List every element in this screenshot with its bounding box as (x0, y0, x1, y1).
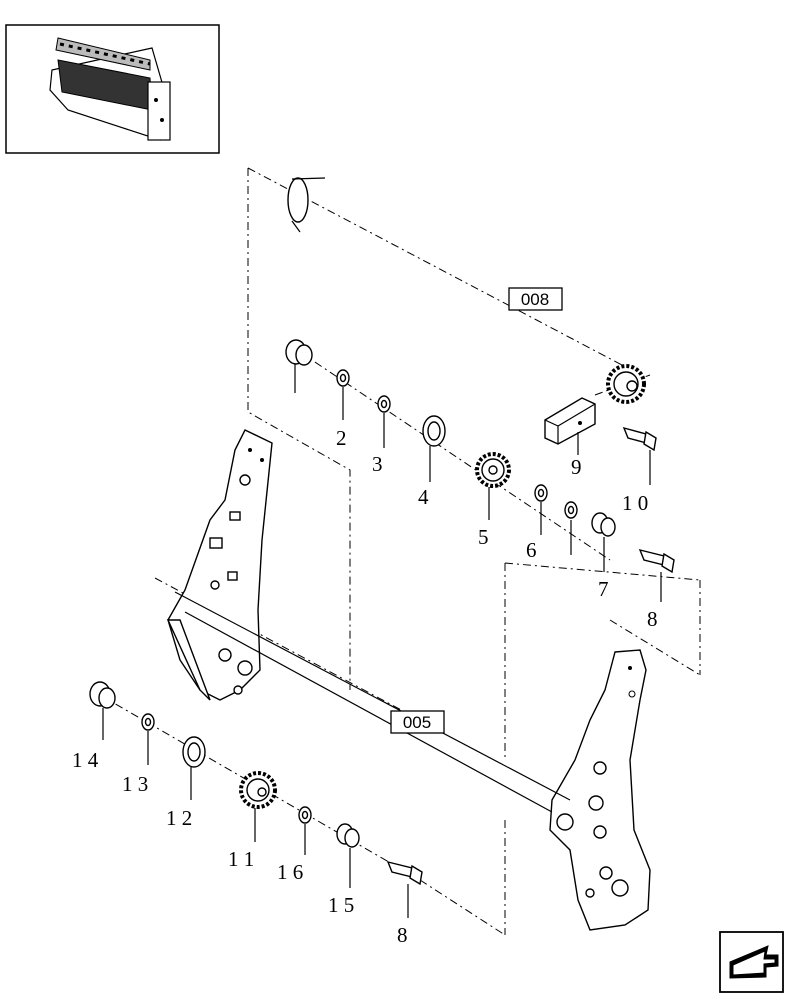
callout-6: 6 (526, 538, 537, 562)
bushing-15[interactable] (336, 823, 360, 888)
callout-8-upper: 8 (647, 607, 658, 631)
callout-4: 4 (418, 485, 429, 509)
callout-14: 1 4 (72, 748, 99, 772)
callout-10: 1 0 (622, 491, 648, 515)
upper-axis-line (299, 351, 611, 561)
bearing-4[interactable] (422, 415, 446, 482)
ref-box-008[interactable]: 008 (508, 287, 563, 311)
gear-5[interactable] (475, 452, 511, 520)
callout-15: 1 5 (328, 893, 354, 917)
bolt-10[interactable] (622, 426, 657, 485)
roller-assembly-thumbnail-icon (49, 37, 171, 141)
washer-13[interactable] (141, 713, 155, 765)
washer-16[interactable] (298, 806, 312, 855)
right-side-plate[interactable] (549, 649, 651, 931)
thumbnail-frame[interactable] (5, 24, 220, 154)
ref-box-005[interactable]: 005 (390, 710, 445, 734)
shaft[interactable] (287, 177, 326, 233)
gear-11[interactable] (239, 771, 277, 842)
washer-2[interactable] (336, 369, 350, 420)
svg-text:005: 005 (403, 713, 431, 732)
callout-11: 1 1 (228, 847, 254, 871)
washer-3[interactable] (377, 395, 391, 448)
callout-16: 1 6 (277, 860, 303, 884)
bolt-8-lower[interactable] (386, 860, 423, 918)
callout-9: 9 (571, 455, 582, 479)
upper-dash-frame (154, 167, 701, 935)
bolt-8[interactable] (638, 548, 675, 602)
bushing-top[interactable] (285, 339, 313, 393)
bearing-12[interactable] (182, 736, 206, 800)
bushing-14[interactable] (89, 681, 116, 740)
callout-13: 1 3 (122, 772, 148, 796)
washer-6[interactable] (534, 484, 548, 535)
callout-5: 5 (478, 525, 489, 549)
bushing-7[interactable] (591, 512, 616, 572)
sprocket-top[interactable] (606, 364, 646, 404)
connecting-shaft[interactable] (174, 591, 571, 813)
callout-8-lower: 8 (397, 923, 408, 947)
callout-12: 1 2 (166, 806, 192, 830)
svg-text:008: 008 (521, 290, 549, 309)
callout-7: 7 (598, 577, 609, 601)
lower-axis-tail (419, 879, 506, 936)
plate-9[interactable] (544, 397, 596, 455)
callout-2: 2 (336, 426, 347, 450)
left-side-plate[interactable] (166, 429, 273, 701)
callout-3: 3 (372, 452, 383, 476)
washer-unlabeled[interactable] (564, 501, 578, 555)
back-arrow-icon[interactable] (719, 931, 784, 993)
